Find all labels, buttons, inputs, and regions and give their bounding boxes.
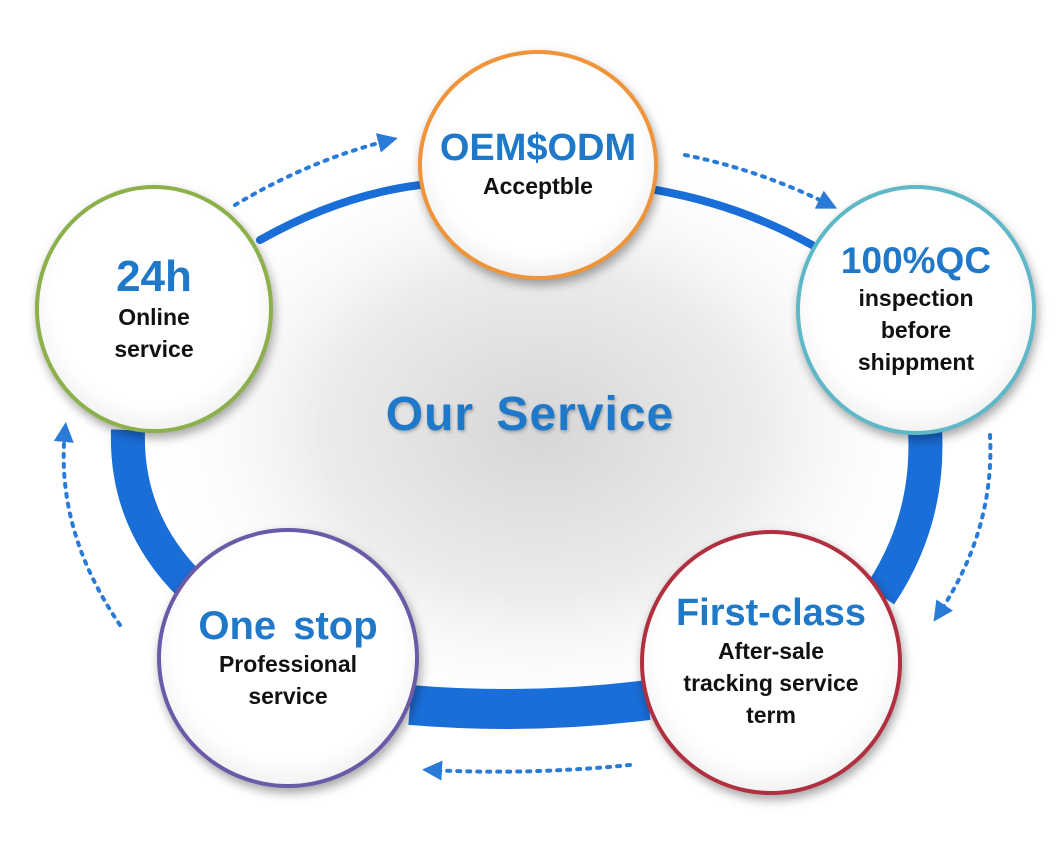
node-line: inspection (858, 285, 974, 312)
node-heading: First-class (675, 592, 867, 635)
node-line: service (248, 683, 328, 709)
node-one-stop: One stop Professional service (157, 528, 419, 788)
node-heading: 24h (116, 251, 192, 301)
node-24h-online: 24h Online service (35, 185, 273, 433)
node-heading: 100%QC (840, 240, 992, 282)
center-title: Our Service (385, 388, 675, 441)
node-line: service (114, 336, 194, 363)
ring-segment-top-left (256, 181, 424, 244)
ring-segment-left (110, 429, 203, 598)
node-heading: OEM$ODM (439, 127, 637, 169)
node-line: tracking service (683, 670, 859, 697)
node-line: term (746, 702, 796, 729)
node-first-class: First-class After-sale tracking service … (640, 530, 902, 795)
arrow-qc-to-firstclass (933, 433, 993, 622)
node-line: shippment (857, 349, 975, 376)
node-line: before (880, 317, 952, 344)
ring-segment-right (865, 429, 943, 605)
node-line: Professional (218, 650, 358, 677)
ring-segment-top-right (652, 186, 816, 249)
node-qc-inspection: 100%QC inspection before shippment (796, 185, 1036, 435)
node-line: Online (118, 304, 190, 330)
node-heading: One stop (198, 603, 378, 648)
arrow-firstclass-to-onestop (422, 760, 632, 781)
node-oem-odm: OEM$ODM Acceptble (418, 50, 658, 280)
ring-segment-bottom (408, 680, 651, 729)
node-line: Acceptble (483, 172, 593, 199)
node-line: After-sale (717, 638, 825, 665)
arrow-24h-to-oem (233, 133, 398, 207)
arrow-onestop-to-24h (53, 422, 122, 627)
